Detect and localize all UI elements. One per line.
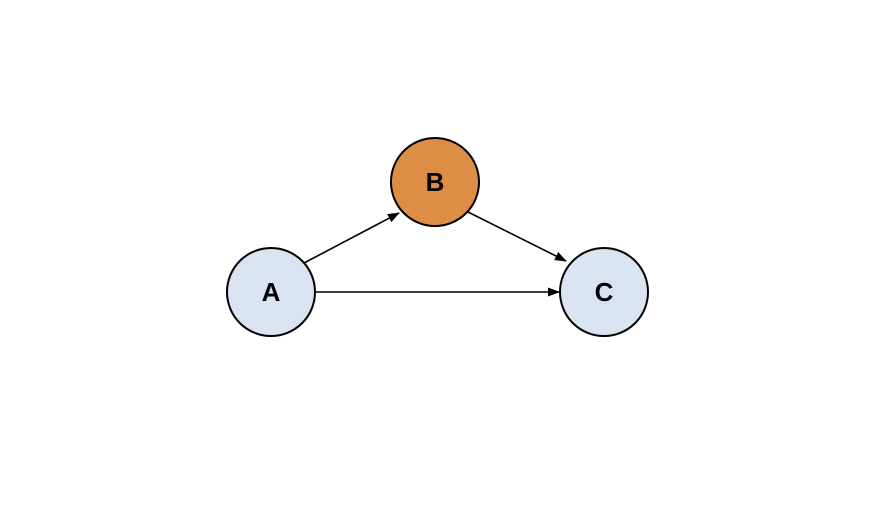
node-a: A (226, 247, 316, 337)
node-b-label: B (426, 167, 445, 197)
node-c-circle (559, 247, 649, 337)
node-a-label: A (262, 277, 281, 307)
node-c: C (559, 247, 649, 337)
node-b-circle (390, 137, 480, 227)
node-b: B (390, 137, 480, 227)
edge-b-to-c (467, 211, 567, 262)
edge-a-to-b (303, 212, 400, 264)
node-a-circle (226, 247, 316, 337)
node-c-label: C (595, 277, 614, 307)
